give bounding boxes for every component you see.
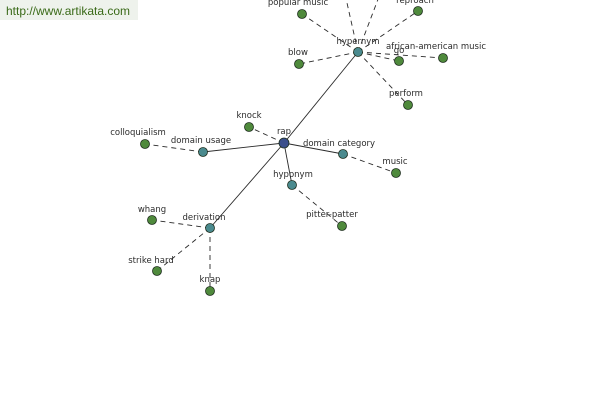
graph-nodes: rap hypernym domain usage domain category hy…: [110, 0, 486, 296]
edge-domain-category-music: [342, 153, 397, 174]
node-marker-hyponym[interactable]: [287, 180, 297, 190]
node-whang[interactable]: whang: [138, 205, 166, 225]
node-hypernym[interactable]: hypernym: [336, 37, 380, 57]
node-marker-reproach[interactable]: [413, 6, 423, 16]
node-label-rap: rap: [277, 127, 291, 137]
node-marker-music[interactable]: [391, 168, 401, 178]
node-pitter-patter[interactable]: pitter-patter: [306, 210, 358, 231]
node-label-hypernym: hypernym: [336, 37, 379, 47]
node-label-knap: knap: [200, 275, 221, 285]
node-domain-usage[interactable]: domain usage: [171, 136, 231, 157]
node-rap[interactable]: rap: [277, 127, 291, 149]
node-marker-domain-usage[interactable]: [198, 147, 208, 157]
node-label-pitter-patter: pitter-patter: [306, 210, 358, 220]
node-label-strike-hard: strike hard: [128, 256, 174, 266]
node-marker-derivation[interactable]: [205, 223, 215, 233]
node-label-popular-music: popular music: [268, 0, 329, 8]
node-label-music: music: [382, 157, 407, 167]
edge-rap-domain-usage: [202, 142, 285, 153]
edge-hypernym-go: [357, 51, 400, 62]
graph-edges: [144, 0, 444, 291]
node-marker-african-american-music[interactable]: [438, 53, 448, 63]
node-marker-perform[interactable]: [403, 100, 413, 110]
edge-rap-hypernym: [283, 51, 359, 144]
node-label-blow: blow: [288, 48, 308, 58]
node-label-domain-category: domain category: [303, 139, 375, 149]
node-knock[interactable]: knock: [236, 111, 262, 132]
node-marker-strike-hard[interactable]: [152, 266, 162, 276]
edge-rap-knock: [248, 126, 285, 144]
edge-hyponym-pitter-patter: [291, 184, 343, 227]
node-marker-hypernym[interactable]: [353, 47, 363, 57]
node-perform[interactable]: perform: [389, 89, 423, 110]
edge-hypernym-offscreen-b: [357, 0, 379, 53]
node-reproach[interactable]: reproach: [396, 0, 434, 16]
node-marker-domain-category[interactable]: [338, 149, 348, 159]
node-marker-rap[interactable]: [278, 137, 290, 149]
node-marker-knock[interactable]: [244, 122, 254, 132]
watermark-url[interactable]: http://www.artikata.com: [6, 4, 131, 18]
node-marker-colloquialism[interactable]: [140, 139, 150, 149]
node-label-domain-usage: domain usage: [171, 136, 231, 146]
edge-derivation-strike-hard: [156, 227, 211, 272]
node-african-american-music[interactable]: african-american music: [386, 42, 486, 63]
node-label-colloquialism: colloquialism: [110, 128, 166, 138]
node-marker-blow[interactable]: [294, 59, 304, 69]
node-blow[interactable]: blow: [288, 48, 308, 69]
node-label-perform: perform: [389, 89, 423, 99]
node-knap[interactable]: knap: [200, 275, 221, 296]
edge-derivation-whang: [151, 219, 211, 229]
node-label-african-american-music: african-american music: [386, 42, 486, 52]
node-music[interactable]: music: [382, 157, 408, 178]
node-label-hyponym: hyponym: [273, 170, 313, 180]
node-label-knock: knock: [236, 111, 261, 121]
node-domain-category[interactable]: domain category: [303, 139, 375, 159]
edge-hypernym-blow: [298, 51, 359, 65]
edge-rap-domain-category: [283, 142, 344, 155]
node-label-go: go: [394, 46, 405, 56]
edge-domain-usage-colloquialism: [144, 143, 204, 153]
node-marker-whang[interactable]: [147, 215, 157, 225]
node-derivation[interactable]: derivation: [182, 213, 226, 233]
node-hyponym[interactable]: hyponym: [273, 170, 313, 190]
node-marker-pitter-patter[interactable]: [337, 221, 347, 231]
edge-hypernym-reproach: [357, 10, 419, 53]
edge-hypernym-popular-music: [301, 13, 359, 53]
watermark-banner: http://www.artikata.com: [0, 0, 138, 20]
node-marker-go[interactable]: [394, 56, 404, 66]
node-strike-hard[interactable]: strike hard: [128, 256, 174, 276]
node-label-whang: whang: [138, 205, 166, 215]
node-colloquialism[interactable]: colloquialism: [110, 128, 166, 149]
node-go[interactable]: go: [394, 46, 405, 66]
node-marker-popular-music[interactable]: [297, 9, 307, 19]
node-popular-music[interactable]: popular music: [268, 0, 329, 19]
node-marker-knap[interactable]: [205, 286, 215, 296]
node-label-reproach: reproach: [396, 0, 434, 6]
edge-rap-derivation: [209, 142, 285, 229]
node-label-derivation: derivation: [182, 213, 225, 223]
edge-hypernym-offscreen-a: [345, 0, 359, 53]
edge-hypernym-perform: [357, 51, 409, 106]
edge-rap-hyponym: [283, 142, 293, 186]
